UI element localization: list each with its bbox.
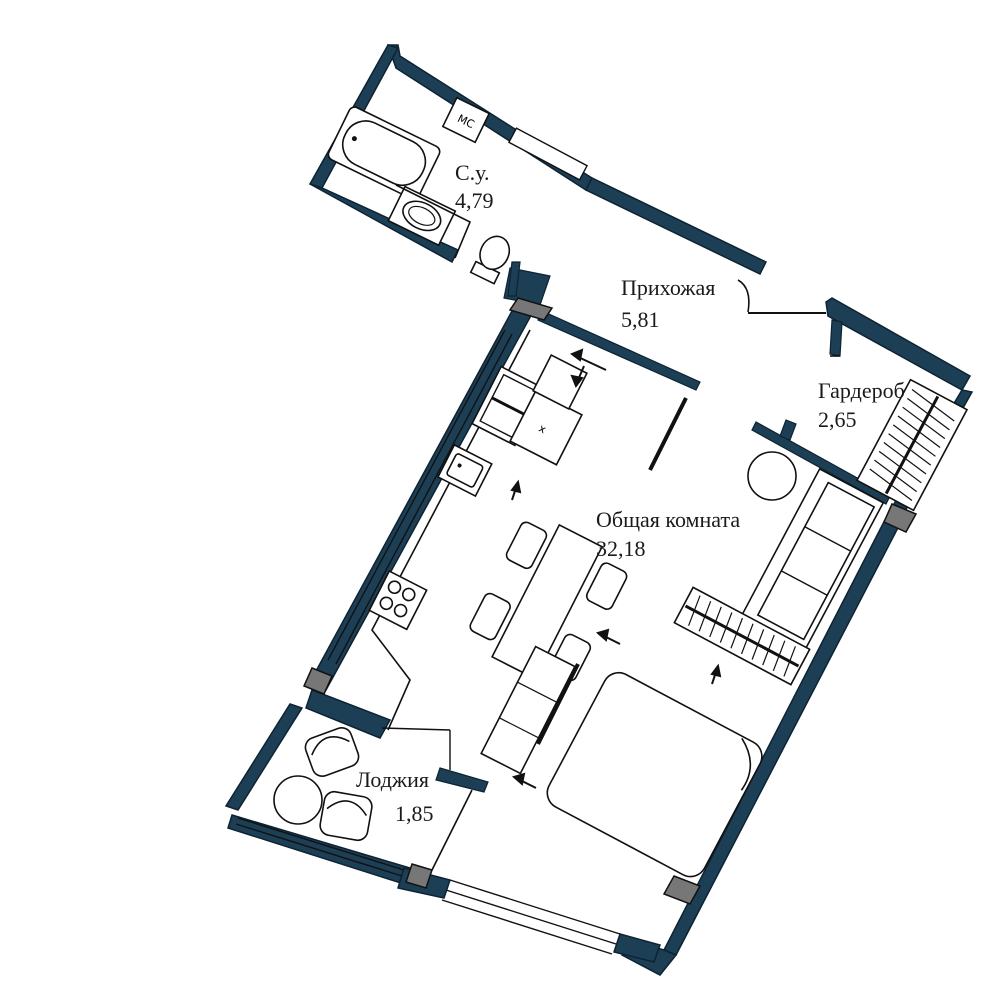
hall-door bbox=[737, 279, 826, 314]
wall-wardrobe-top bbox=[825, 297, 972, 392]
partition-wardrobe-vert bbox=[829, 319, 843, 357]
wardrobe-name: Гардероб bbox=[818, 378, 905, 403]
kitchen-sink bbox=[436, 443, 493, 498]
armchair-2 bbox=[319, 790, 373, 842]
sink-bath bbox=[387, 185, 457, 247]
sideboard bbox=[480, 645, 576, 775]
coffee-table bbox=[747, 451, 797, 501]
arrow-5 bbox=[710, 663, 722, 685]
arrow-1 bbox=[569, 348, 607, 371]
bathroom-area: 4,79 bbox=[455, 188, 494, 213]
living-name: Общая комната bbox=[596, 507, 740, 532]
loggia-name: Лоджия bbox=[356, 767, 429, 792]
hallway-area: 5,81 bbox=[621, 307, 660, 332]
loggia-divider bbox=[381, 727, 451, 731]
door-swings bbox=[648, 355, 840, 471]
bath-fixtures: МС bbox=[327, 96, 511, 285]
armchair-1 bbox=[304, 727, 360, 777]
window-bath-top bbox=[507, 127, 589, 181]
bathtub bbox=[327, 106, 441, 200]
dining-set bbox=[469, 521, 628, 682]
interior-walls bbox=[435, 261, 891, 793]
door-swing-kitchen bbox=[648, 397, 688, 471]
window-loggia bbox=[235, 817, 405, 877]
windows bbox=[235, 127, 621, 955]
cooktop bbox=[368, 570, 428, 631]
kitchen-cabinet-2 bbox=[532, 354, 588, 410]
partition-wardrobe bbox=[751, 421, 891, 505]
arrow-2 bbox=[570, 365, 585, 389]
column-2 bbox=[302, 667, 334, 695]
hallway-name: Прихожая bbox=[621, 275, 715, 300]
column-4 bbox=[662, 875, 702, 905]
clothes-rack bbox=[673, 586, 811, 686]
arrow-4 bbox=[595, 628, 621, 645]
wall-left-stub bbox=[305, 689, 392, 739]
wall-loggia-left bbox=[224, 703, 304, 811]
wall-hall-top bbox=[584, 177, 768, 275]
partition-wardrobe-stub bbox=[779, 419, 797, 441]
wall-window-right bbox=[613, 933, 661, 963]
arrows bbox=[510, 348, 722, 789]
loggia-furniture bbox=[273, 727, 473, 871]
shower-line bbox=[395, 184, 472, 259]
window-bottom bbox=[441, 879, 621, 955]
bed bbox=[546, 671, 763, 878]
column-5 bbox=[405, 863, 433, 889]
arrow-3 bbox=[510, 479, 522, 501]
living-area: 32,18 bbox=[596, 536, 646, 561]
toilet bbox=[469, 235, 511, 285]
kitchen: x bbox=[368, 329, 588, 731]
arrow-6 bbox=[511, 772, 537, 789]
column-3 bbox=[883, 503, 918, 533]
column-1 bbox=[508, 297, 554, 321]
washing-machine-icon: МС bbox=[441, 96, 491, 144]
round-table bbox=[273, 775, 323, 825]
bathroom-name: С.у. bbox=[455, 160, 489, 185]
loggia-door bbox=[431, 789, 473, 871]
wardrobe-area: 2,65 bbox=[818, 407, 857, 432]
kitchen-cabinet: x bbox=[509, 390, 583, 466]
partition-bath-stub bbox=[507, 261, 521, 297]
partition-loggia bbox=[435, 767, 489, 793]
loggia-area: 1,85 bbox=[395, 801, 434, 826]
columns bbox=[302, 297, 918, 905]
tv-panel bbox=[536, 663, 580, 745]
window-kitchen bbox=[327, 329, 513, 665]
room-labels: С.у. 4,79 Прихожая 5,81 Гардероб 2,65 Об… bbox=[356, 160, 905, 826]
wardrobe-rack bbox=[855, 378, 969, 512]
